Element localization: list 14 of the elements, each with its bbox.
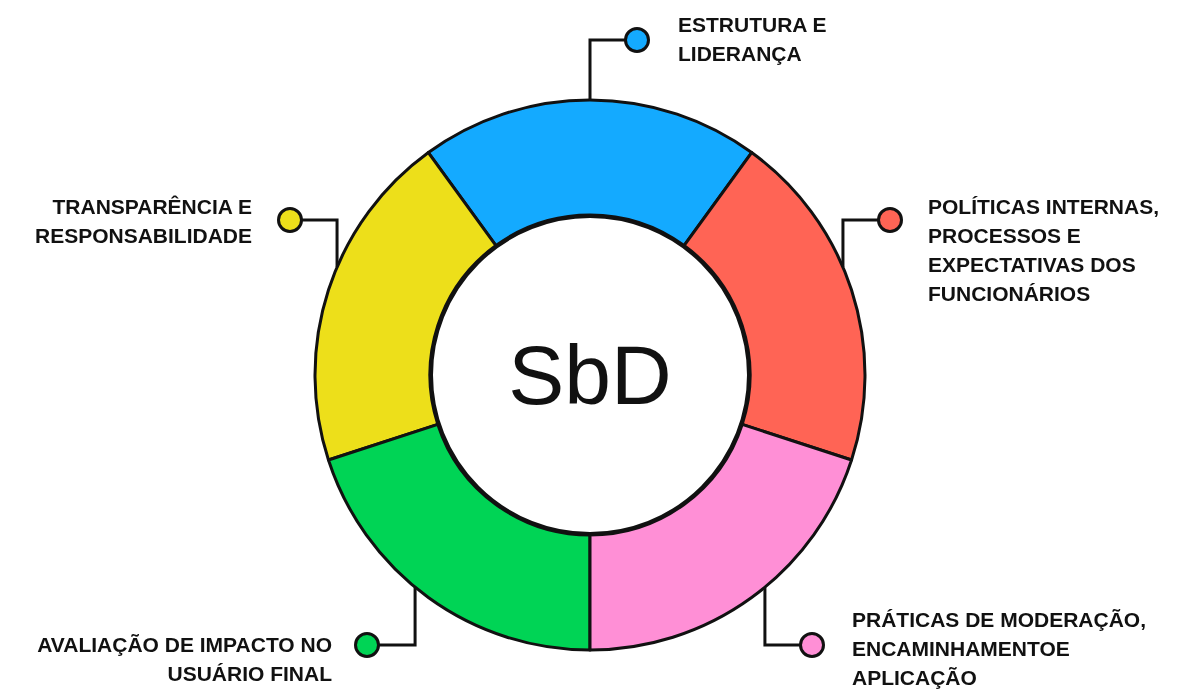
leader-line bbox=[841, 207, 903, 268]
ring-segment bbox=[682, 151, 866, 462]
segment-label: PRÁTICAS DE MODERAÇÃO, ENCAMINHAMENTOE APLICAÇÃO bbox=[852, 605, 1194, 692]
segment-label: ESTRUTURA E LIDERANÇA bbox=[678, 10, 938, 68]
segment-label: AVALIAÇÃO DE IMPACTO NO USUÁRIO FINAL bbox=[0, 630, 332, 688]
segment-label: TRANSPARÊNCIA E RESPONSABILIDADE bbox=[0, 192, 252, 250]
leader-line bbox=[354, 587, 417, 658]
segment-label: POLÍTICAS INTERNAS, PROCESSOS E EXPECTATIVAS DOS FUNCIONÁRIOS bbox=[928, 192, 1194, 308]
ring-segment bbox=[588, 422, 854, 652]
leader-line bbox=[588, 27, 650, 100]
leader-line bbox=[277, 207, 339, 268]
center-title: SbD bbox=[508, 326, 672, 424]
ring-segment bbox=[314, 151, 498, 462]
leader-line bbox=[763, 587, 825, 658]
